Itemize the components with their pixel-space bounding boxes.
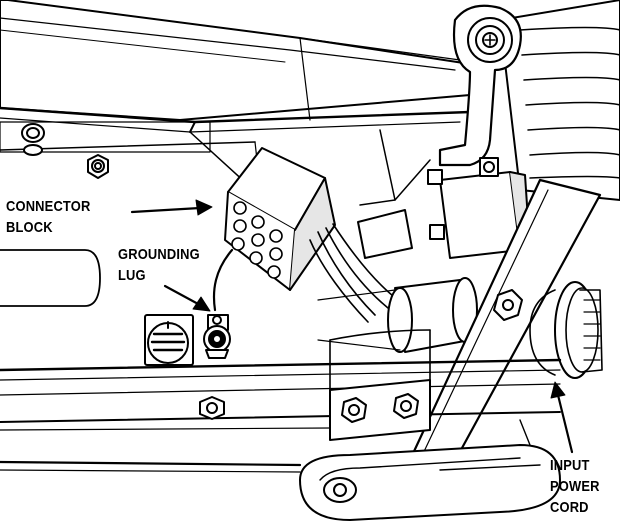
- mid-left-nut: [87, 154, 109, 179]
- label-input-power-cord: INPUT POWER CORD: [550, 455, 600, 518]
- label-line: LUG: [118, 267, 146, 284]
- label-line: GROUNDING: [118, 246, 200, 263]
- connector-block-leader: [130, 206, 202, 214]
- relay-box: [427, 157, 531, 259]
- outlet-cover: [144, 314, 194, 366]
- motor-housing: [499, 0, 620, 201]
- connector-block: [224, 147, 336, 291]
- top-left-nut: [21, 123, 45, 156]
- diagonal-strap: [408, 178, 602, 472]
- filter-cylinder: [317, 277, 478, 353]
- label-line: CORD: [550, 499, 589, 516]
- upper-pivot-bracket: [438, 4, 522, 167]
- label-line: POWER: [550, 478, 600, 495]
- label-grounding-lug: GROUNDING LUG: [118, 244, 200, 286]
- input-power-cord-leader: [556, 393, 574, 454]
- lower-clamp: [329, 329, 431, 441]
- lower-rails: [0, 358, 562, 473]
- label-line: CONNECTOR: [6, 198, 91, 215]
- label-connector-block: CONNECTOR BLOCK: [6, 196, 90, 238]
- strain-relief-knob: [529, 281, 603, 379]
- top-housing-panel: [0, 0, 471, 121]
- wire-tag: [357, 209, 413, 259]
- lower-left-bolt: [199, 396, 225, 420]
- label-line: BLOCK: [6, 219, 53, 236]
- callout-arrows: [130, 199, 574, 454]
- bottom-foot: [299, 419, 561, 521]
- left-tube: [0, 249, 101, 307]
- connector-sockets: [231, 201, 283, 279]
- wire-bundle: [212, 223, 399, 323]
- grounding-lug-leader: [163, 284, 202, 307]
- grounding-lug: [203, 314, 231, 359]
- label-line: INPUT: [550, 457, 590, 474]
